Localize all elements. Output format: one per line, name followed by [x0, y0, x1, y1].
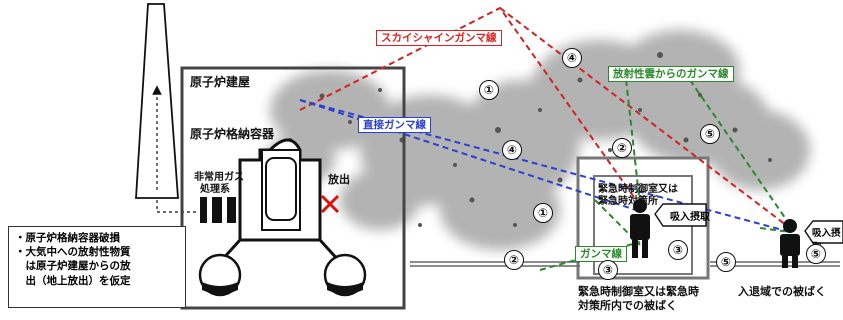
marker-2-ground: ② [504, 250, 524, 270]
control-room-box-label-2: 緊急時対策所 [598, 196, 658, 207]
gas-treatment-unit [200, 197, 236, 223]
reactor-building-label: 原子炉建屋 [190, 75, 251, 89]
marker-2-cloud: ② [612, 138, 632, 158]
cloud-gamma-label: 放射性雲からのガンマ線 [608, 66, 734, 83]
skyshine-path-2 [499, 7, 791, 229]
reactor-core [265, 157, 297, 221]
cloud-gamma-path-4 [759, 227, 791, 233]
direct-gamma-label: 直接ガンマ線 [358, 117, 431, 134]
access-caption: 入退域での被ばく [738, 285, 826, 298]
pool-water [202, 282, 363, 294]
marker-5-ground: ⑤ [716, 252, 736, 272]
assumptions-box: ・原子炉格納容器破損 ・大気中への放射性物質 は原子炉建屋からの放 出（地上放出… [8, 226, 186, 308]
control-room-box-label-1: 緊急時制御室又は [598, 184, 678, 195]
cloud-gamma-path [624, 69, 641, 206]
control-room-caption-1: 緊急時制御室又は緊急時 [578, 285, 699, 298]
marker-1-direct: ① [533, 203, 553, 223]
intake-label-left: 吸入摂取 [670, 212, 710, 223]
marker-5-cloud: ⑤ [700, 124, 720, 144]
release-point-icon [320, 194, 340, 214]
person-control-room [630, 199, 650, 258]
assumption-line: ・大気中への放射性物質 [15, 246, 131, 259]
release-label: 放出 [328, 173, 350, 186]
assumption-line: は原子炉建屋からの放 [15, 260, 131, 273]
skyshine-label: スカイシャインガンマ線 [376, 30, 502, 47]
intake-arrow-icon [654, 203, 707, 227]
marker-4-skyshine: ④ [562, 48, 582, 68]
marker-3-ground: ③ [598, 260, 618, 280]
marker-1-skyshine: ① [479, 80, 499, 100]
reactor-building [180, 66, 406, 310]
assumption-line: ・原子炉格納容器破損 [15, 232, 120, 244]
gamma-label: ガンマ線 [575, 246, 627, 263]
marker-3-intake: ③ [668, 240, 688, 260]
intake-arrow-icon [804, 220, 843, 244]
control-room-caption-2: 対策所内での被ばく [578, 299, 677, 312]
assumption-line: 出（地上放出）を仮定 [15, 274, 131, 287]
containment-vessel-label: 原子炉格納容器 [190, 127, 275, 141]
marker-4-direct: ④ [502, 140, 522, 160]
emergency-gas-label-1: 非常用ガス [194, 172, 244, 183]
direct-gamma-path [299, 99, 637, 211]
emergency-gas-label-2: 処理系 [200, 184, 230, 195]
exhaust-stack [135, 3, 179, 199]
marker-5-intake: ⑤ [806, 244, 826, 264]
person-access [780, 219, 800, 268]
